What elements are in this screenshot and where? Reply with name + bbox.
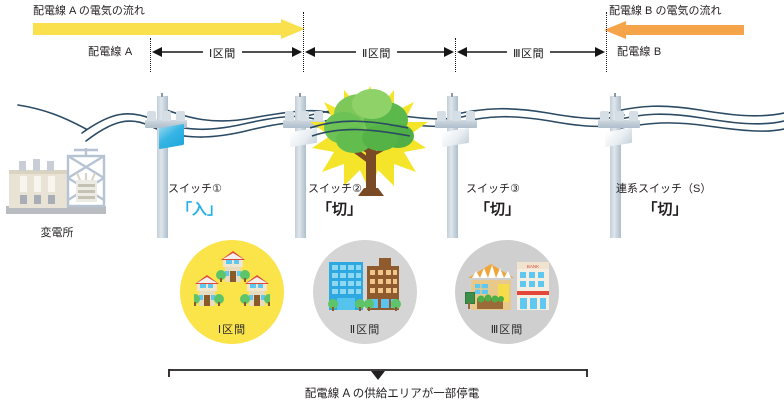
line-b-label: 配電線 B bbox=[617, 46, 662, 58]
switch-1-state: 「入」 bbox=[177, 201, 223, 218]
switch-3-label-group: スイッチ③ 「切」 bbox=[466, 180, 520, 219]
switch-3-name: スイッチ③ bbox=[466, 183, 520, 195]
switch-2-label-group: スイッチ② 「切」 bbox=[308, 180, 362, 219]
tree-fault-icon bbox=[309, 86, 428, 196]
flow-b-arrow-icon bbox=[604, 21, 744, 39]
line-a-label: 配電線 A bbox=[88, 46, 133, 58]
bottom-caption: 配電線 A の供給エリアが一部停電 bbox=[304, 388, 480, 400]
switch-2-state: 「切」 bbox=[317, 201, 363, 218]
zone-2-name: Ⅱ区間 bbox=[349, 324, 381, 336]
divider-3 bbox=[455, 38, 456, 72]
substation-label: 変電所 bbox=[40, 227, 74, 239]
switch-1-box-on-icon bbox=[159, 123, 184, 150]
zone-3-circle: BANK Ⅲ区間 bbox=[455, 240, 559, 344]
houses-icon bbox=[194, 251, 270, 306]
divider-4 bbox=[606, 12, 607, 72]
segment-1-label: Ⅰ区間 bbox=[203, 45, 242, 61]
zone-1-circle: Ⅰ区間 bbox=[180, 240, 284, 344]
switch-4-state: 「切」 bbox=[642, 201, 688, 218]
fault-tree bbox=[309, 84, 430, 209]
zone-1-name: Ⅰ区間 bbox=[217, 324, 247, 336]
flow-b-title: 配電線 B の電気の流れ bbox=[609, 5, 722, 17]
divider-2 bbox=[303, 12, 304, 72]
switch-3-state: 「切」 bbox=[475, 201, 521, 218]
switch-2-name: スイッチ② bbox=[308, 183, 362, 195]
office-buildings-icon bbox=[328, 258, 401, 311]
switch-1-name: スイッチ① bbox=[168, 183, 222, 195]
switch-4-name: 連系スイッチ（S） bbox=[616, 183, 712, 195]
shops-icon: BANK bbox=[465, 262, 549, 310]
substation-icon bbox=[6, 148, 106, 214]
zone-2-circle: Ⅱ区間 bbox=[313, 240, 417, 344]
outage-bracket-icon bbox=[168, 369, 588, 380]
segment-2-label: Ⅱ区間 bbox=[356, 45, 397, 61]
divider-1 bbox=[150, 38, 151, 72]
zone-3-name: Ⅲ区間 bbox=[490, 324, 524, 336]
switch-4-label-group: 連系スイッチ（S） 「切」 bbox=[616, 180, 714, 219]
switch-1-label-group: スイッチ① 「入」 bbox=[168, 180, 222, 219]
svg-text:BANK: BANK bbox=[527, 264, 539, 269]
segment-3-label: Ⅲ区間 bbox=[507, 45, 551, 61]
substation: 変電所 bbox=[4, 148, 110, 240]
flow-a-title: 配電線 A の電気の流れ bbox=[33, 5, 145, 17]
flow-a-arrow-icon bbox=[33, 19, 305, 39]
